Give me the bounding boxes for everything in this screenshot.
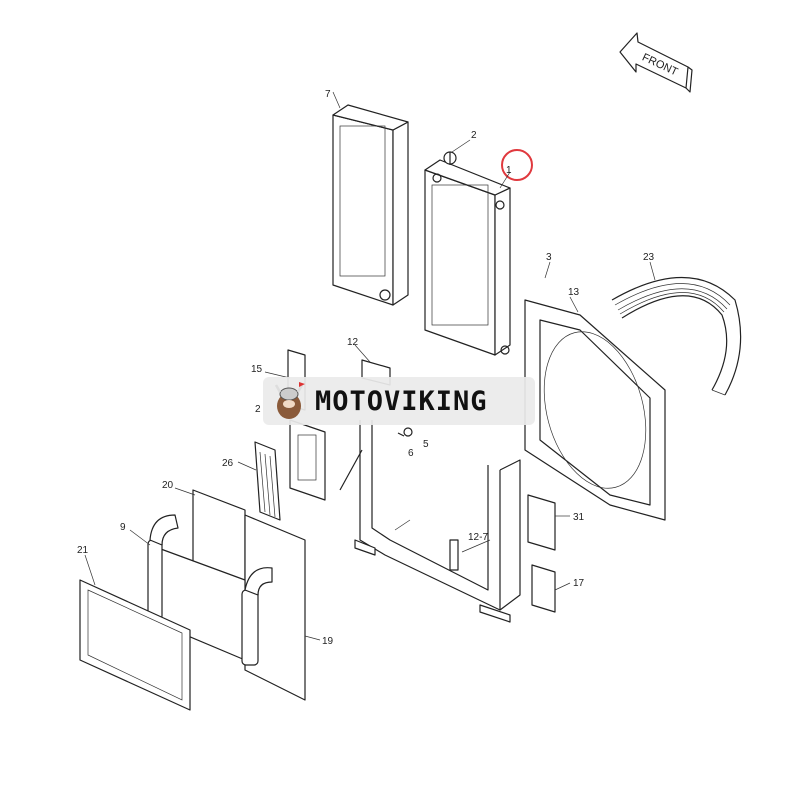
part-23-fan-guard xyxy=(611,276,742,396)
part-15-bracket xyxy=(287,349,326,501)
label-part-13: 13 xyxy=(568,287,580,298)
label-part-5: 5 xyxy=(423,439,429,450)
label-part-20: 20 xyxy=(162,480,174,491)
part-31-bracket xyxy=(527,494,556,551)
highlight-circle-part-1 xyxy=(501,149,533,181)
label-part-1: 1 xyxy=(506,165,512,176)
frame xyxy=(354,420,521,623)
part-1-radiator xyxy=(424,151,511,356)
label-part-9: 9 xyxy=(120,522,126,533)
hose xyxy=(339,449,363,491)
part-7-condenser xyxy=(332,91,409,306)
label-part-21: 21 xyxy=(77,545,89,556)
part-13-shroud xyxy=(524,299,666,521)
part-5-washer xyxy=(403,427,413,437)
part-9-intercooler xyxy=(147,514,273,666)
watermark-banner: MOTOVIKING xyxy=(263,377,535,425)
part-6-bolt xyxy=(397,432,405,437)
part-12-7-bolt xyxy=(449,539,459,571)
label-part-12: 12 xyxy=(347,337,359,348)
label-part-17: 17 xyxy=(573,578,585,589)
label-part-7: 7 xyxy=(325,89,331,100)
label-part-19: 19 xyxy=(322,636,334,647)
label-part-15: 15 xyxy=(251,364,263,375)
label-part-12-7: 12-7 xyxy=(468,532,488,543)
part-21-screen xyxy=(79,579,191,711)
label-part-2: 2 xyxy=(471,130,477,141)
part-17-bracket xyxy=(531,564,556,613)
front-arrow: FRONT xyxy=(619,32,693,93)
label-part-26: 26 xyxy=(222,458,234,469)
label-part-23: 23 xyxy=(643,252,655,263)
part-26-oil-cooler xyxy=(254,441,281,521)
part-labels: 7 2 1 3 23 13 12 15 2 5 6 26 20 9 21 19 … xyxy=(77,89,655,647)
label-part-31: 31 xyxy=(573,512,585,523)
label-part-2-left: 2 xyxy=(255,404,261,415)
label-part-6: 6 xyxy=(408,448,414,459)
label-part-3: 3 xyxy=(546,252,552,263)
viking-mascot-logo xyxy=(274,382,305,419)
watermark-brand: MOTOVIKING xyxy=(315,385,488,417)
